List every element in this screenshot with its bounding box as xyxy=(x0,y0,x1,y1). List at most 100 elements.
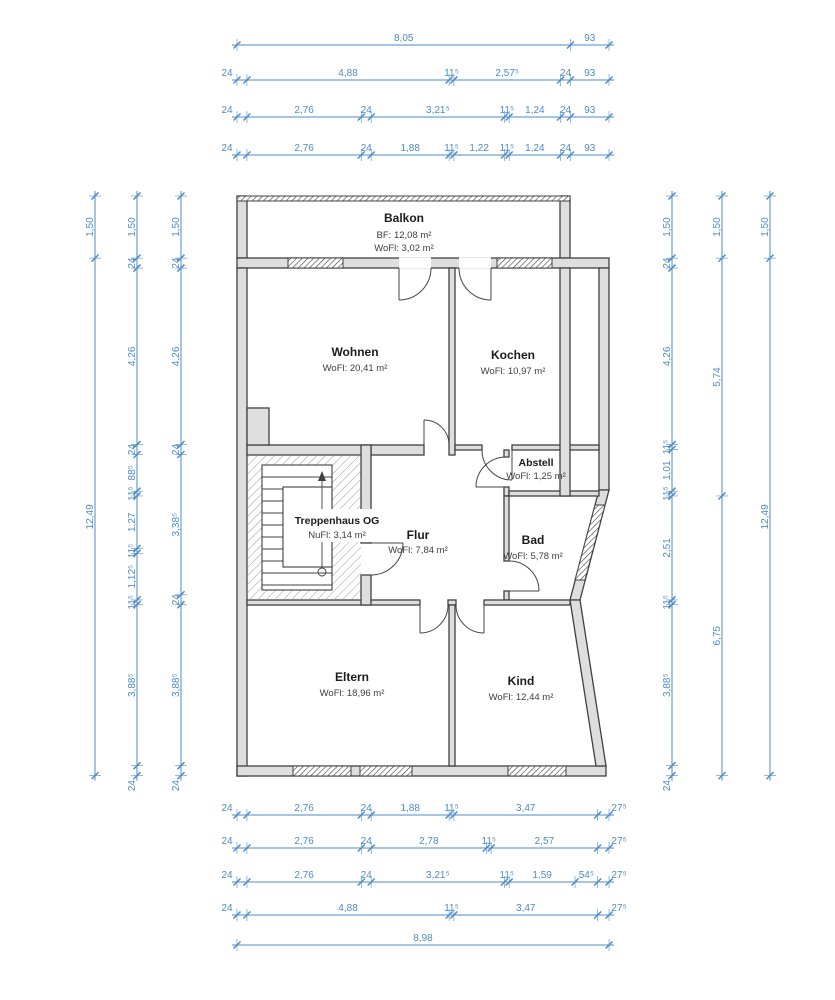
door-eltern xyxy=(419,604,449,634)
window-kochen xyxy=(496,257,553,269)
dim-label: 11⁵ xyxy=(127,486,138,501)
balcony-railing xyxy=(236,195,571,202)
room-area-treppenhaus: NuFl: 3,14 m² xyxy=(308,530,366,541)
wall-flur-bottom-right xyxy=(483,599,571,606)
dim-label: 12,49 xyxy=(85,504,96,529)
stair-walk-start xyxy=(317,567,327,577)
room-label-abstell: Abstell xyxy=(518,457,553,469)
dim-label: 24 xyxy=(221,68,233,79)
room-label-kochen: Kochen xyxy=(491,348,535,362)
dim-label: 11⁵ xyxy=(500,870,515,881)
dim-label: 24 xyxy=(361,105,373,116)
dim-label: 1,88 xyxy=(400,803,420,814)
dim-label: 11⁵ xyxy=(444,68,459,79)
dim-label: 4,88 xyxy=(338,68,358,79)
room-label-balkon: Balkon xyxy=(384,211,424,225)
dim-label: 24 xyxy=(221,105,233,116)
door-balcony-wohnen xyxy=(398,267,432,301)
dim-label: 1,50 xyxy=(127,217,138,237)
dim-label: 24 xyxy=(171,780,182,792)
left-wall xyxy=(236,267,248,777)
dim-label: 3,88⁵ xyxy=(127,673,138,697)
wall-flur-bad-upper xyxy=(503,495,510,562)
door-kind xyxy=(455,604,485,634)
dim-label: 3,47 xyxy=(516,903,536,914)
dim-label: 1,01 xyxy=(662,460,673,480)
window-eltern-2 xyxy=(359,765,413,777)
dim-label: 24 xyxy=(127,257,138,269)
treppenhaus-label-bg xyxy=(294,509,382,542)
dim-label: 1,50 xyxy=(171,217,182,237)
dim-label: 88⁵ xyxy=(127,465,138,480)
wall-abstell-bad xyxy=(508,490,600,497)
dim-label: 24 xyxy=(361,836,373,847)
dim-label: 2,76 xyxy=(294,836,314,847)
dim-label: 93 xyxy=(584,143,596,154)
door-bad xyxy=(508,560,540,592)
room-area-abstell: WoFl: 1,25 m² xyxy=(506,471,565,482)
stair-walk-arrow xyxy=(318,471,326,481)
wall-kochen-shaft xyxy=(559,267,571,497)
dim-label: 1,50 xyxy=(760,217,771,237)
door-kochen xyxy=(481,449,513,481)
dim-label: 4,26 xyxy=(127,346,138,366)
room-area-eltern: WoFl: 18,96 m² xyxy=(320,688,385,699)
dim-label: 1,50 xyxy=(85,217,96,237)
room-area-bad: WoFl: 5,78 m² xyxy=(503,551,562,562)
wall-flur-top xyxy=(370,444,425,456)
dim-label: 93 xyxy=(584,33,596,44)
dim-label: 27⁵ xyxy=(611,836,626,847)
dim-label: 54⁵ xyxy=(579,870,594,881)
dim-label: 24 xyxy=(662,780,673,792)
dim-label: 24 xyxy=(221,803,233,814)
dim-label: 11⁵ xyxy=(500,105,515,116)
wall-kochen-bottom-right xyxy=(511,444,600,451)
dim-label: 1,24 xyxy=(525,105,545,116)
dim-label: 1,50 xyxy=(712,217,723,237)
dim-label: 24 xyxy=(221,836,233,847)
dim-label: 24 xyxy=(127,780,138,792)
dim-label: 93 xyxy=(584,105,596,116)
dim-label: 1,27 xyxy=(127,512,138,532)
dim-label: 24 xyxy=(127,444,138,456)
dim-label: 24 xyxy=(361,870,373,881)
dim-label: 24 xyxy=(221,143,233,154)
dim-label: 2,76 xyxy=(294,803,314,814)
dim-label: 24 xyxy=(221,870,233,881)
dim-label: 11⁵ xyxy=(444,803,459,814)
room-label-wohnen: Wohnen xyxy=(331,345,378,359)
dim-chain-right-mid: 1,505,746,75 xyxy=(712,191,728,781)
room-area-wohnen: WoFl: 20,41 m² xyxy=(323,363,388,374)
wall-pier-wohnen xyxy=(246,407,270,446)
room-label-eltern: Eltern xyxy=(335,670,369,684)
dim-label: 1,12⁵ xyxy=(127,565,138,589)
dim-label: 27⁵ xyxy=(611,903,626,914)
window-kind xyxy=(507,765,567,777)
dim-label: 2,57⁵ xyxy=(495,68,519,79)
room-label-bad: Bad xyxy=(522,533,545,547)
dim-label: 4,26 xyxy=(171,346,182,366)
balcony-door-opening-kochen xyxy=(459,257,491,269)
dim-label: 2,76 xyxy=(294,143,314,154)
dim-label: 27⁵ xyxy=(611,803,626,814)
wall-flur-bottom-mid xyxy=(447,599,457,606)
dim-label: 3,47 xyxy=(516,803,536,814)
door-balcony-kochen xyxy=(458,267,492,301)
right-wall-lower xyxy=(569,599,607,767)
dim-label: 2,76 xyxy=(294,870,314,881)
window-bad-diagonal xyxy=(574,504,606,581)
room-label-flur: Flur xyxy=(407,528,430,542)
wall-abstell-left-upper xyxy=(503,449,510,458)
dim-label: 24 xyxy=(171,444,182,456)
dim-label: 2,78 xyxy=(419,836,439,847)
dim-label: 24 xyxy=(171,257,182,269)
dim-label: 11⁵ xyxy=(662,440,673,455)
wall-flur-bottom-left xyxy=(246,599,421,606)
balcony-door-opening-wohnen xyxy=(399,257,431,269)
dim-label: 3,38⁵ xyxy=(171,513,182,537)
